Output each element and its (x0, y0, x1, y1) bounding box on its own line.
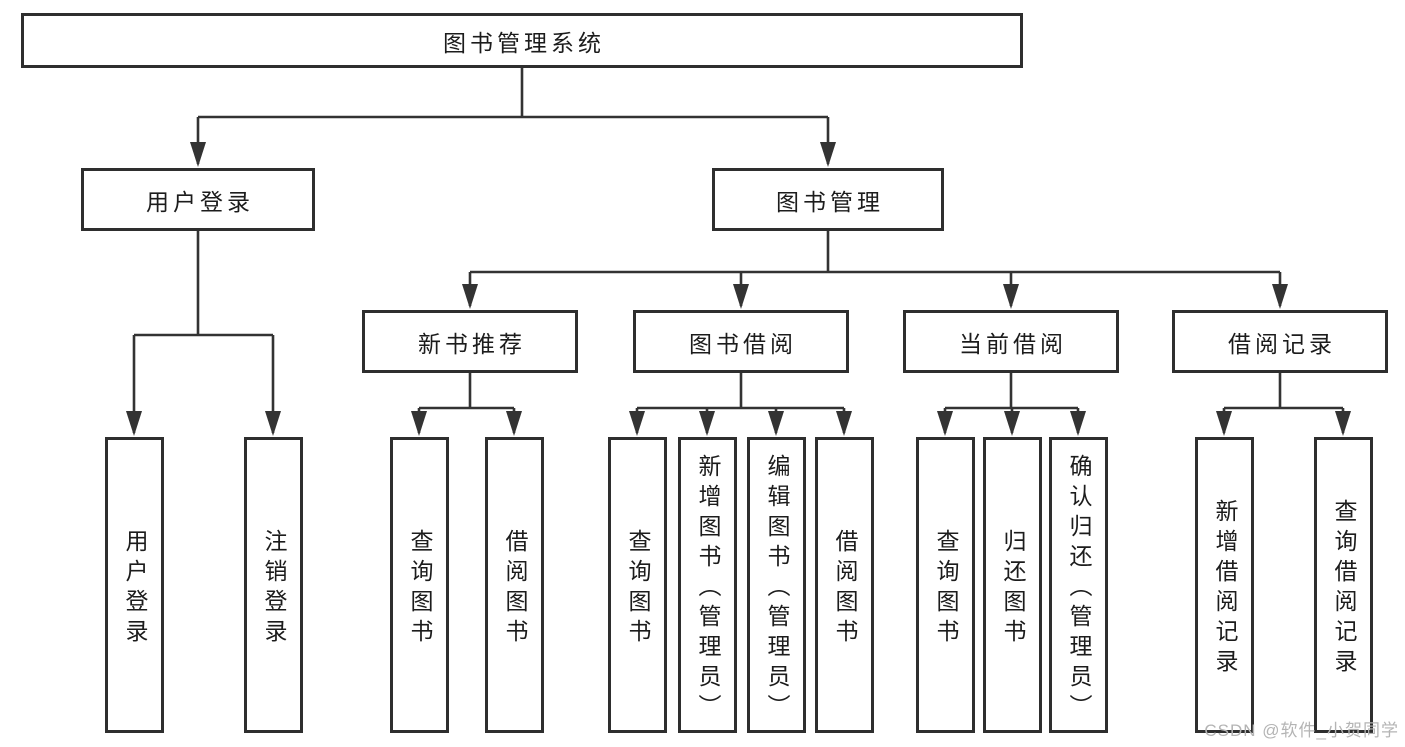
node-leaf-return-book-label: 归还图书 (1000, 528, 1026, 649)
node-borrow-records-label: 借阅记录 (1228, 330, 1336, 357)
node-leaf-return-book: 归还图书 (983, 437, 1042, 733)
node-book-borrow: 图书借阅 (633, 310, 849, 373)
node-leaf-query-books-2-label: 查询图书 (625, 528, 651, 649)
node-book-management: 图书管理 (712, 168, 944, 231)
node-leaf-add-book-admin-label: 新增图书（管理员） (695, 453, 721, 724)
node-leaf-confirm-return-admin-label: 确认归还（管理员） (1066, 453, 1092, 724)
node-leaf-edit-book-admin: 编辑图书（管理员） (747, 437, 806, 733)
node-root-label: 图书管理系统 (443, 29, 605, 56)
node-current-borrow: 当前借阅 (903, 310, 1119, 373)
node-borrow-records: 借阅记录 (1172, 310, 1388, 373)
node-leaf-query-borrow-record: 查询借阅记录 (1314, 437, 1373, 733)
node-new-book-recommend: 新书推荐 (362, 310, 578, 373)
node-leaf-confirm-return-admin: 确认归还（管理员） (1049, 437, 1108, 733)
node-leaf-edit-book-admin-label: 编辑图书（管理员） (764, 453, 790, 724)
node-user-login-label: 用户登录 (146, 188, 254, 215)
node-root: 图书管理系统 (21, 13, 1023, 68)
node-leaf-logout-label: 注销登录 (261, 528, 287, 649)
node-leaf-query-books-3-label: 查询图书 (933, 528, 959, 649)
node-book-management-label: 图书管理 (776, 188, 884, 215)
node-book-borrow-label: 图书借阅 (689, 330, 797, 357)
node-leaf-query-books-1: 查询图书 (390, 437, 449, 733)
node-leaf-query-books-3: 查询图书 (916, 437, 975, 733)
node-leaf-add-borrow-record-label: 新增借阅记录 (1212, 498, 1238, 679)
node-leaf-user-login-label: 用户登录 (122, 528, 148, 649)
node-leaf-user-login: 用户登录 (105, 437, 164, 733)
node-leaf-query-borrow-record-label: 查询借阅记录 (1331, 498, 1357, 679)
node-new-book-recommend-label: 新书推荐 (418, 330, 526, 357)
watermark: CSDN @软件_小贺同学 (1204, 721, 1399, 740)
node-leaf-logout: 注销登录 (244, 437, 303, 733)
node-leaf-add-book-admin: 新增图书（管理员） (678, 437, 737, 733)
node-current-borrow-label: 当前借阅 (959, 330, 1067, 357)
node-leaf-borrow-books-1-label: 借阅图书 (502, 528, 528, 649)
node-leaf-borrow-books-2: 借阅图书 (815, 437, 874, 733)
node-leaf-query-books-2: 查询图书 (608, 437, 667, 733)
node-leaf-add-borrow-record: 新增借阅记录 (1195, 437, 1254, 733)
node-leaf-borrow-books-2-label: 借阅图书 (832, 528, 858, 649)
node-user-login: 用户登录 (81, 168, 315, 231)
node-leaf-query-books-1-label: 查询图书 (407, 528, 433, 649)
node-leaf-borrow-books-1: 借阅图书 (485, 437, 544, 733)
